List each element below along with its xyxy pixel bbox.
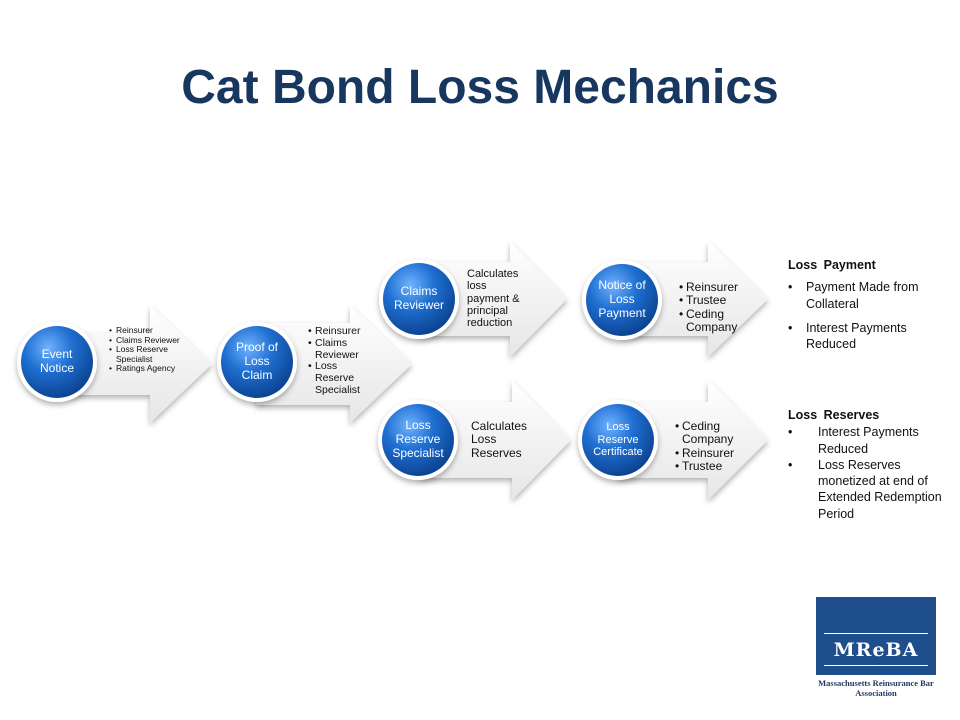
ball-notice-of-loss [586, 264, 658, 336]
page-title: Cat Bond Loss Mechanics [181, 61, 779, 114]
loss-reserves-heading: Loss Reserves [788, 408, 880, 422]
list-item: Loss Reserves monetized at end of Extend… [788, 457, 956, 522]
logo-acronym: MReBA [833, 639, 919, 661]
notice-of-loss-label: Notice of Loss Payment [598, 278, 646, 320]
list-item: Reinsurer [308, 325, 370, 338]
list-item: Interest Payments Reduced [788, 424, 956, 457]
logo-rule-bottom [824, 665, 928, 666]
loss-payment-result: Loss Payment Payment Made from Collatera… [788, 257, 928, 352]
claims-reviewer-description: Calculates loss payment & principal redu… [467, 268, 520, 330]
step-proof-of-loss [217, 305, 412, 423]
ball-proof-of-loss [221, 326, 293, 398]
list-item: Interest Payments Reduced [788, 320, 928, 353]
ball-event-notice [21, 326, 93, 398]
list-item: Ceding Company [679, 307, 749, 335]
list-item: Trustee [675, 459, 745, 474]
list-item: Loss Reserve Specialist [308, 360, 370, 396]
step-loss-reserve-specialist [378, 380, 571, 500]
list-item: Claims Reviewer [308, 337, 370, 362]
arrow-claims-reviewer [420, 241, 567, 357]
proof-of-loss-label: Proof of Loss Claim [235, 340, 279, 382]
list-item: Reinsurer [675, 446, 745, 461]
notice-of-loss-recipients: Reinsurer Trustee Ceding Company [679, 280, 749, 335]
list-item: Claims Reviewer [109, 335, 181, 346]
step-claims-reviewer [379, 241, 567, 357]
loss-reserves-result: Loss Reserves Interest Payments Reduced … [788, 407, 956, 522]
list-item: Reinsurer [109, 325, 181, 336]
list-item: Reinsurer [679, 280, 749, 295]
mreba-logo: MReBA Massachusetts Reinsurance Bar Asso… [816, 597, 936, 698]
event-notice-label: Event Notice [39, 347, 74, 375]
list-item: Payment Made from Collateral [788, 279, 928, 312]
list-item: Ratings Agency [109, 364, 181, 374]
list-item: Trustee [679, 293, 749, 308]
ball-claims-reviewer [383, 263, 455, 335]
loss-reserve-certificate-label: Loss Reserve Certificate [593, 421, 643, 459]
loss-reserve-certificate-recipients: Ceding Company Reinsurer Trustee [675, 419, 745, 474]
logo-rule-top [824, 633, 928, 634]
proof-of-loss-recipients: Reinsurer Claims Reviewer Loss Reserve S… [308, 325, 370, 397]
event-notice-recipients: Reinsurer Claims Reviewer Loss Reserve S… [109, 325, 181, 374]
list-item: Loss Reserve Specialist [109, 344, 181, 364]
claims-reviewer-label: Claims Reviewer [393, 284, 444, 312]
ball-loss-reserve-specialist [382, 404, 454, 476]
logo-name: Massachusetts Reinsurance Bar Associatio… [818, 678, 934, 699]
ball-loss-reserve-certificate [582, 404, 654, 476]
list-item: Ceding Company [675, 419, 745, 447]
loss-reserve-specialist-label: Loss Reserve Specialist [392, 418, 444, 460]
logo-box: MReBA [816, 597, 936, 675]
arrow-loss-reserve-specialist [420, 380, 571, 500]
loss-reserve-specialist-description: Calculates Loss Reserves [471, 419, 528, 460]
loss-payment-heading: Loss Payment [788, 258, 876, 272]
